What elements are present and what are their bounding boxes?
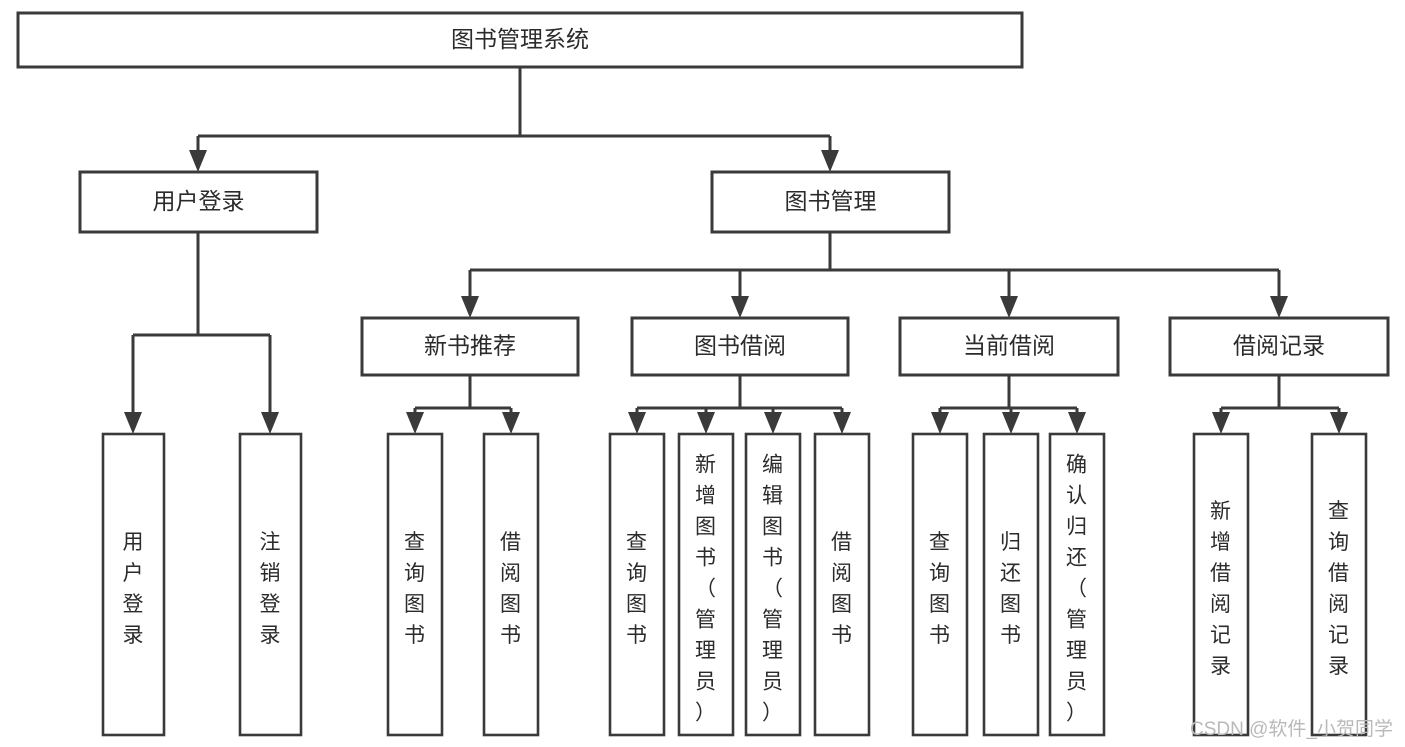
node-label: 用户登录 xyxy=(123,531,145,647)
node-label: 新书推荐 xyxy=(424,333,516,359)
node-box[interactable] xyxy=(710,170,951,234)
node-level2-0[interactable]: 新书推荐 xyxy=(360,316,580,377)
arrowhead-icon xyxy=(1000,296,1018,318)
node-box[interactable] xyxy=(360,316,580,377)
arrowhead-icon xyxy=(1002,412,1020,434)
arrowhead-icon xyxy=(461,296,479,318)
node-label: 确认归还（管理员） xyxy=(1066,453,1088,724)
node-box[interactable] xyxy=(677,432,735,737)
node-leaf-8[interactable]: 查询图书 xyxy=(911,432,969,737)
arrowhead-icon xyxy=(1330,412,1348,434)
node-leaf-9[interactable]: 归还图书 xyxy=(982,432,1040,737)
connector-root-to-level1 xyxy=(189,67,839,172)
node-layer: 图书管理系统用户登录图书管理新书推荐图书借阅当前借阅借阅记录用户登录注销登录查询… xyxy=(16,11,1390,737)
arrowhead-icon xyxy=(764,412,782,434)
connector-book-borrow-to-leaves xyxy=(628,375,851,434)
node-leaf-5[interactable]: 新增图书（管理员） xyxy=(677,432,735,737)
arrowhead-icon xyxy=(189,150,207,172)
node-label: 归还图书 xyxy=(1000,531,1022,647)
node-level2-1[interactable]: 图书借阅 xyxy=(630,316,850,377)
arrowhead-icon xyxy=(931,412,949,434)
arrowhead-icon xyxy=(406,412,424,434)
node-box[interactable] xyxy=(813,432,871,737)
node-level1-1[interactable]: 图书管理 xyxy=(710,170,951,234)
arrowhead-icon xyxy=(731,296,749,318)
node-leaf-0[interactable]: 用户登录 xyxy=(101,432,166,737)
node-box[interactable] xyxy=(386,432,444,737)
node-label: 图书管理 xyxy=(785,188,877,214)
node-box[interactable] xyxy=(1192,432,1250,737)
arrowhead-icon xyxy=(833,412,851,434)
arrowhead-icon xyxy=(1270,296,1288,318)
connector-user-login-to-leaves xyxy=(124,232,279,434)
node-label: 查询图书 xyxy=(929,531,951,647)
connector-layer xyxy=(124,67,1348,434)
node-label: 当前借阅 xyxy=(963,333,1055,359)
arrowhead-icon xyxy=(628,412,646,434)
arrowhead-icon xyxy=(821,150,839,172)
arrowhead-icon xyxy=(261,412,279,434)
connector-booking-mgmt-to-level2 xyxy=(461,232,1288,318)
node-label: 借阅图书 xyxy=(831,531,853,647)
node-box[interactable] xyxy=(1048,432,1106,737)
node-leaf-10[interactable]: 确认归还（管理员） xyxy=(1048,432,1106,737)
node-box[interactable] xyxy=(16,11,1024,69)
node-box[interactable] xyxy=(482,432,540,737)
node-label: 查询图书 xyxy=(404,531,426,647)
node-box[interactable] xyxy=(238,432,303,737)
node-root-0[interactable]: 图书管理系统 xyxy=(16,11,1024,69)
connector-new-book-to-leaves xyxy=(406,375,520,434)
node-label: 新增借阅记录 xyxy=(1210,500,1232,678)
arrowhead-icon xyxy=(502,412,520,434)
node-leaf-7[interactable]: 借阅图书 xyxy=(813,432,871,737)
node-leaf-4[interactable]: 查询图书 xyxy=(608,432,666,737)
connector-borrow-record-to-leaves xyxy=(1212,375,1348,434)
node-level1-0[interactable]: 用户登录 xyxy=(78,170,319,234)
node-box[interactable] xyxy=(898,316,1120,377)
node-label: 用户登录 xyxy=(153,188,245,214)
node-box[interactable] xyxy=(101,432,166,737)
node-leaf-1[interactable]: 注销登录 xyxy=(238,432,303,737)
node-label: 编辑图书（管理员） xyxy=(762,453,784,724)
node-label: 图书借阅 xyxy=(694,333,786,359)
node-leaf-12[interactable]: 查询借阅记录 xyxy=(1310,432,1368,737)
node-leaf-6[interactable]: 编辑图书（管理员） xyxy=(744,432,802,737)
node-label: 借阅图书 xyxy=(500,531,522,647)
node-level2-3[interactable]: 借阅记录 xyxy=(1168,316,1390,377)
node-box[interactable] xyxy=(1310,432,1368,737)
node-box[interactable] xyxy=(744,432,802,737)
node-label: 查询借阅记录 xyxy=(1328,500,1350,678)
arrowhead-icon xyxy=(1212,412,1230,434)
arrowhead-icon xyxy=(697,412,715,434)
node-label: 图书管理系统 xyxy=(451,26,589,52)
node-box[interactable] xyxy=(608,432,666,737)
connector-current-borrow-to-leaves xyxy=(931,375,1086,434)
node-label: 查询图书 xyxy=(626,531,648,647)
node-box[interactable] xyxy=(1168,316,1390,377)
arrowhead-icon xyxy=(124,412,142,434)
node-leaf-11[interactable]: 新增借阅记录 xyxy=(1192,432,1250,737)
node-label: 借阅记录 xyxy=(1233,333,1325,359)
node-label: 注销登录 xyxy=(260,531,282,647)
node-box[interactable] xyxy=(982,432,1040,737)
node-box[interactable] xyxy=(630,316,850,377)
node-leaf-3[interactable]: 借阅图书 xyxy=(482,432,540,737)
node-leaf-2[interactable]: 查询图书 xyxy=(386,432,444,737)
arrowhead-icon xyxy=(1068,412,1086,434)
node-box[interactable] xyxy=(78,170,319,234)
node-box[interactable] xyxy=(911,432,969,737)
node-label: 新增图书（管理员） xyxy=(695,453,717,724)
node-level2-2[interactable]: 当前借阅 xyxy=(898,316,1120,377)
